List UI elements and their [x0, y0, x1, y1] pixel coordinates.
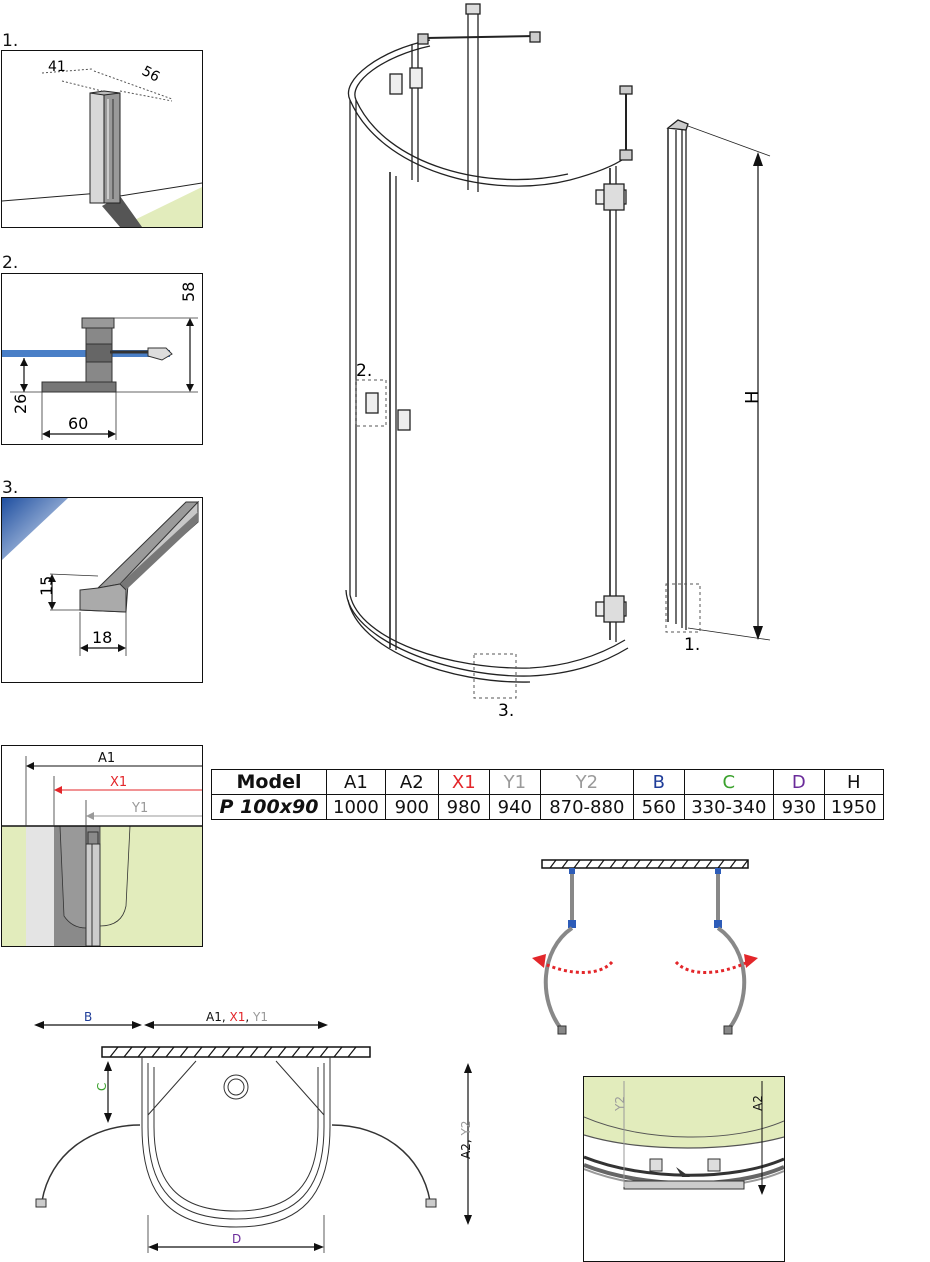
detail-2-dim-height: 58 [179, 282, 198, 302]
cell-model: P 100x90 [211, 794, 327, 820]
plan-label-y2: Y2 [459, 1121, 473, 1137]
cell-h: 1950 [823, 794, 884, 820]
detail-1-panel: 41 56 [1, 50, 203, 228]
plan-width-label: A1, X1, Y1 [206, 1010, 268, 1024]
plan-view: B A1, X1, Y1 C D A2, Y2 [34, 1010, 473, 1253]
detail-2-number: 2. [2, 253, 19, 273]
plan-label-c: C [95, 1083, 109, 1091]
detail-3-dim-h: 15 [37, 576, 56, 596]
cell-a1: 1000 [326, 794, 386, 820]
detail-1-dim-b: 56 [139, 63, 162, 86]
cell-c: 330-340 [683, 794, 774, 820]
detail-2-drawing: 58 26 60 [2, 282, 198, 440]
header-c: C [683, 769, 774, 795]
detail-3-number: 3. [2, 478, 19, 498]
cell-x1: 980 [437, 794, 490, 820]
depth-label-a2: A2 [751, 1095, 765, 1111]
detail-1-drawing: 41 56 [2, 59, 202, 227]
plan-depth-label: A2, Y2 [459, 1121, 473, 1159]
cell-d: 930 [772, 794, 825, 820]
header-h: H [823, 769, 884, 795]
detail-1-number: 1. [2, 31, 19, 51]
width-x1-label: X1 [110, 775, 127, 790]
width-a1-label: A1 [98, 751, 115, 766]
header-a2: A2 [384, 769, 439, 795]
door-swing-diagram [532, 859, 758, 1035]
detail-3-dim-w: 18 [92, 628, 112, 647]
depth-detail-drawing: Y2 A2 [584, 1077, 784, 1195]
plan-label-d: D [232, 1232, 241, 1246]
depth-label-y2: Y2 [613, 1096, 627, 1112]
width-y1-label: Y1 [131, 801, 148, 816]
plan-label-a2: A2 [459, 1143, 473, 1159]
header-model: Model [211, 769, 327, 795]
detail-2-panel: 58 26 60 [1, 273, 203, 445]
cell-y2: 870-880 [539, 794, 634, 820]
plan-label-x1: X1 [229, 1010, 245, 1024]
detail-3-drawing: 15 18 [2, 498, 200, 656]
detail-2-dim-width: 60 [68, 414, 88, 433]
plan-sep-2: , [245, 1010, 253, 1024]
spec-table-header-row: Model A1 A2 X1 Y1 Y2 B C D H [211, 769, 884, 795]
plan-sep-3: , [459, 1136, 473, 1144]
main-callout-1: 1. [684, 635, 700, 655]
width-detail-panel: A1 X1 Y1 [1, 745, 203, 947]
header-a1: A1 [326, 769, 386, 795]
main-callout-2: 2. [356, 361, 372, 381]
width-detail-drawing: A1 X1 Y1 [2, 751, 202, 946]
cell-y1: 940 [488, 794, 541, 820]
spec-table-row: P 100x90 1000 900 980 940 870-880 560 33… [211, 794, 884, 820]
detail-2-dim-base: 26 [11, 394, 30, 414]
cell-b: 560 [632, 794, 685, 820]
main-isometric-view: 2. 1. 3. H [345, 3, 771, 720]
plan-label-y1: Y1 [252, 1010, 268, 1024]
plan-label-b: B [84, 1010, 92, 1024]
main-callout-3: 3. [498, 701, 514, 720]
plan-sep-1: , [222, 1010, 230, 1024]
header-y2: Y2 [539, 769, 634, 795]
detail-1-dim-a: 41 [48, 59, 66, 75]
header-b: B [632, 769, 685, 795]
depth-detail-panel: Y2 A2 [583, 1076, 785, 1262]
detail-3-panel: 15 18 [1, 497, 203, 683]
spec-table: Model A1 A2 X1 Y1 Y2 B C D H P 100x90 10… [211, 769, 884, 820]
header-d: D [772, 769, 825, 795]
header-y1: Y1 [488, 769, 541, 795]
main-dim-h: H [742, 390, 763, 404]
cell-a2: 900 [384, 794, 439, 820]
plan-label-a1: A1 [206, 1010, 222, 1024]
header-x1: X1 [437, 769, 490, 795]
